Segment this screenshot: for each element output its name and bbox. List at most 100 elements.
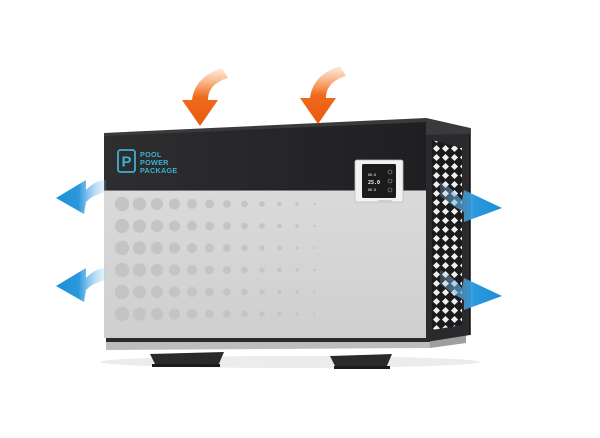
vent-dot bbox=[223, 222, 231, 230]
control-button-top[interactable] bbox=[387, 169, 393, 175]
vent-dot bbox=[241, 266, 248, 274]
vent-dot bbox=[295, 312, 299, 316]
brand-line-3: PACKAGE bbox=[140, 166, 178, 175]
vent-dot bbox=[313, 202, 316, 206]
brand-logo: P POOL POWER PACKAGE bbox=[117, 149, 178, 175]
control-panel: 88.8 25.0 88.8 bbox=[354, 159, 404, 203]
logo-letter: P bbox=[121, 154, 131, 171]
vent-dot bbox=[241, 310, 248, 318]
vent-dot bbox=[187, 287, 197, 297]
vent-dot bbox=[313, 268, 316, 272]
vent-dot bbox=[313, 224, 316, 228]
brand-line-2: POWER bbox=[140, 158, 169, 167]
vent-dot bbox=[114, 262, 130, 278]
vent-dot bbox=[223, 244, 231, 252]
curved-arrow-side-icon bbox=[56, 268, 106, 302]
vent-dot bbox=[277, 289, 282, 295]
vent-dot bbox=[187, 309, 197, 319]
vent-dot bbox=[277, 311, 282, 317]
vent-dot bbox=[259, 311, 265, 317]
vent-dot bbox=[187, 199, 197, 209]
display-line-3: 88.8 bbox=[368, 188, 376, 192]
vent-dot bbox=[168, 242, 181, 254]
vent-dot bbox=[241, 200, 248, 208]
vent-dot bbox=[187, 221, 197, 231]
control-display bbox=[362, 164, 396, 198]
intake-airflow bbox=[182, 66, 346, 126]
vent-dot bbox=[114, 218, 130, 234]
vent-dot bbox=[277, 245, 282, 251]
vent-dot bbox=[114, 240, 130, 256]
vent-dot bbox=[150, 241, 164, 255]
vent-dot bbox=[241, 244, 248, 252]
vent-dot bbox=[223, 200, 231, 208]
vent-dot bbox=[295, 268, 299, 272]
vent-dot bbox=[187, 243, 197, 253]
vent-dot bbox=[313, 246, 316, 250]
vent-dot bbox=[114, 306, 130, 322]
vent-dot bbox=[259, 289, 265, 295]
vent-dot bbox=[114, 284, 130, 300]
vent-dot bbox=[168, 220, 181, 232]
vent-dot bbox=[205, 243, 214, 253]
vent-dot bbox=[223, 266, 231, 274]
vent-dot bbox=[150, 197, 164, 211]
exhaust-airflow-left bbox=[56, 180, 106, 302]
vent-dot bbox=[150, 219, 164, 233]
exhaust-airflow-right bbox=[440, 182, 502, 310]
vent-dot bbox=[205, 309, 214, 319]
vent-dot bbox=[313, 290, 316, 294]
vent-dot bbox=[259, 267, 265, 273]
brand-line-1: POOL bbox=[140, 150, 162, 159]
vent-dot bbox=[132, 241, 147, 255]
vent-dot bbox=[295, 202, 299, 206]
vent-dot bbox=[150, 285, 164, 299]
vent-dot bbox=[295, 290, 299, 294]
vent-dot bbox=[187, 265, 197, 275]
vent-dot bbox=[168, 198, 181, 210]
unit-top-panel bbox=[104, 118, 470, 192]
vent-dot bbox=[205, 287, 214, 297]
vent-dot bbox=[168, 286, 181, 298]
vent-dot bbox=[205, 265, 214, 275]
vent-dot bbox=[168, 264, 181, 276]
control-button-bottom[interactable] bbox=[387, 187, 393, 193]
vent-dot bbox=[313, 312, 316, 316]
vent-dot bbox=[241, 288, 248, 296]
vent-dot bbox=[132, 197, 147, 211]
curved-arrow-down-icon bbox=[300, 66, 346, 124]
display-line-2: 25.0 bbox=[368, 180, 380, 186]
vent-dot bbox=[277, 223, 282, 229]
vent-dot bbox=[205, 199, 214, 209]
vent-dot bbox=[295, 246, 299, 250]
curved-arrow-down-icon bbox=[182, 68, 228, 126]
vent-dot bbox=[259, 201, 265, 207]
control-button-middle[interactable] bbox=[387, 178, 393, 184]
vent-dot bbox=[205, 221, 214, 231]
vent-dot bbox=[277, 267, 282, 273]
vent-dot bbox=[223, 310, 231, 318]
ventilation-dots bbox=[114, 196, 316, 322]
curved-arrow-side-icon bbox=[440, 182, 502, 222]
vent-dot bbox=[132, 307, 147, 321]
vent-dot bbox=[241, 222, 248, 230]
vent-dot bbox=[114, 196, 130, 212]
curved-arrow-side-icon bbox=[440, 270, 502, 310]
vent-dot bbox=[168, 308, 181, 320]
display-line-1: 88.8 bbox=[368, 173, 376, 177]
vent-dot bbox=[223, 288, 231, 296]
vent-dot bbox=[132, 263, 147, 277]
vent-dot bbox=[277, 201, 282, 207]
vent-dot bbox=[259, 245, 265, 251]
vent-dot bbox=[295, 224, 299, 228]
vent-dot bbox=[132, 219, 147, 233]
side-panel bbox=[426, 118, 471, 342]
support-feet bbox=[150, 352, 392, 369]
vent-dot bbox=[150, 263, 164, 277]
brand-p-logo-icon bbox=[117, 149, 136, 173]
vent-dot bbox=[150, 307, 164, 321]
unit-front-panel bbox=[104, 189, 426, 338]
curved-arrow-side-icon bbox=[56, 180, 106, 214]
vent-dot bbox=[132, 285, 147, 299]
